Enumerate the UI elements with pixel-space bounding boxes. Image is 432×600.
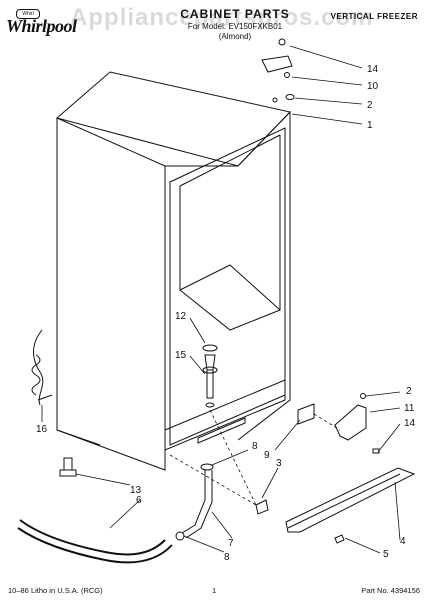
brand-badge: Whirl (16, 9, 40, 19)
drain-tube (181, 470, 206, 534)
callout-11: 11 (404, 403, 415, 414)
cabinet-left-side (56, 118, 238, 471)
callout-7: 7 (228, 538, 234, 549)
kick-plate (285, 467, 416, 533)
part-number: Part No. 4394156 (361, 586, 420, 595)
page-number: 1 (212, 586, 217, 595)
watermark: Appliancepartspros.com (70, 4, 374, 31)
callout-5: 5 (383, 549, 389, 560)
cabinet-inner-back (179, 134, 281, 187)
callout-15: 15 (175, 350, 187, 361)
callout-2-bottom: 2 (406, 386, 412, 397)
callout-14-top: 14 (367, 64, 379, 75)
callout-3: 3 (276, 458, 282, 469)
print-info: 10–86 Litho in U.S.A. (RCG) (8, 586, 103, 595)
callout-16: 16 (36, 424, 48, 435)
drain-cap (202, 344, 218, 352)
bottom-hinge (334, 404, 367, 441)
drain-hose (19, 519, 166, 556)
category-label: VERTICAL FREEZER (330, 12, 418, 21)
cabinet-front-edge (56, 117, 166, 167)
callout-10: 10 (367, 81, 379, 92)
model-number: For Model: EV150FXKB01 (187, 22, 283, 31)
power-cord (33, 329, 44, 406)
callout-8-top: 8 (252, 441, 258, 452)
callout-9: 9 (264, 450, 270, 461)
callout-6: 6 (136, 495, 142, 506)
toe-kick (164, 379, 286, 451)
leveling-leg (63, 457, 73, 471)
cabinet-right-frame (237, 110, 291, 441)
cabinet-top (55, 71, 291, 167)
callout-12: 12 (175, 311, 187, 322)
callout-1: 1 (367, 120, 373, 131)
model-color: (Almond) (218, 32, 252, 41)
callout-8-bottom: 8 (224, 552, 230, 563)
callout-14-bottom: 14 (404, 418, 416, 429)
callout-13: 13 (130, 485, 142, 496)
brand-logo: Whirlpool (6, 16, 77, 36)
callout-4: 4 (400, 536, 406, 547)
callout-2-top: 2 (367, 100, 373, 111)
top-hinge (261, 55, 293, 73)
page-title: CABINET PARTS (180, 7, 290, 21)
